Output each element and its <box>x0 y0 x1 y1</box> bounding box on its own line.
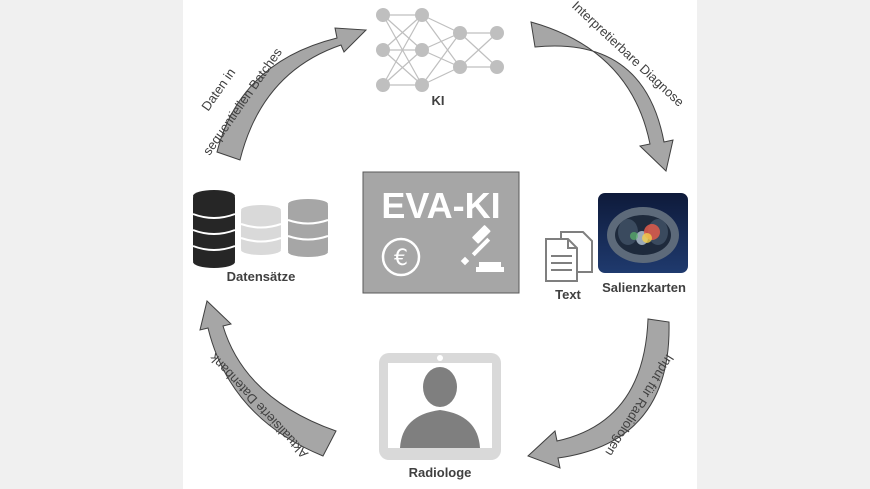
node-label-ki: KI <box>432 93 445 108</box>
node-label-text: Text <box>555 287 581 302</box>
document-icon <box>545 231 593 282</box>
node-label-datasets: Datensätze <box>227 269 296 284</box>
euro-icon: € <box>381 237 421 277</box>
database-dark-icon <box>192 190 236 268</box>
arrow-top-left: Daten in sequentiellen Batches <box>198 27 368 161</box>
node-label-radiologist: Radiologe <box>409 465 472 480</box>
gavel-icon <box>460 225 504 272</box>
arrow-bottom-right: Input für Radiologen <box>527 318 677 469</box>
monitor-person-icon <box>379 353 501 460</box>
arrow-label-top-right: Interpretierbare Diagnose <box>569 0 687 109</box>
neural-network-icon <box>376 8 504 92</box>
svg-text:€: € <box>394 246 408 271</box>
node-label-saliency: Salienzkarten <box>602 280 686 295</box>
saliency-map-image <box>598 193 688 273</box>
center-box: EVA-KI € <box>362 171 520 294</box>
arrow-label-bottom-left: Aktualisierte Datenbank <box>206 350 311 461</box>
database-mid-icon <box>287 199 329 257</box>
database-light-icon <box>240 205 282 255</box>
center-title: EVA-KI <box>381 185 500 226</box>
arrow-top-right: Interpretierbare Diagnose <box>530 0 687 172</box>
arrow-bottom-left: Aktualisierte Datenbank <box>199 300 337 461</box>
